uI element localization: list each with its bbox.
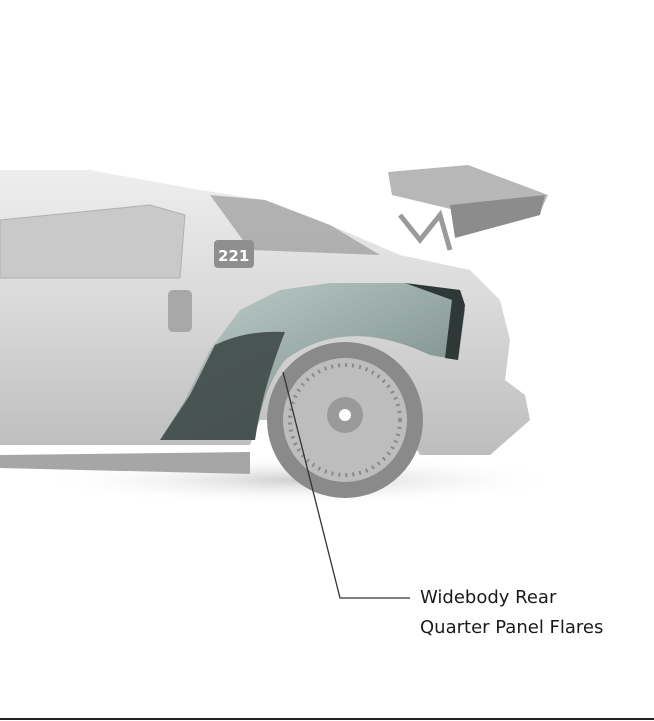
flare-edge bbox=[405, 283, 465, 360]
side-window bbox=[0, 204, 186, 279]
rear-wing bbox=[388, 165, 548, 251]
car-number: 221 bbox=[218, 247, 249, 265]
callout-label: Widebody Rear Quarter Panel Flares bbox=[420, 583, 603, 643]
flare-lower-shadow bbox=[160, 331, 285, 440]
callout-leader-line bbox=[282, 371, 410, 599]
bottom-divider bbox=[0, 718, 654, 720]
rear-wheel bbox=[267, 342, 423, 498]
door-handle bbox=[168, 290, 192, 332]
number-plate-bg bbox=[214, 240, 254, 268]
rear-window bbox=[210, 195, 380, 255]
side-skirt bbox=[0, 452, 250, 474]
callout-line-2: Quarter Panel Flares bbox=[420, 617, 604, 638]
callout-line-1: Widebody Rear bbox=[420, 587, 557, 608]
